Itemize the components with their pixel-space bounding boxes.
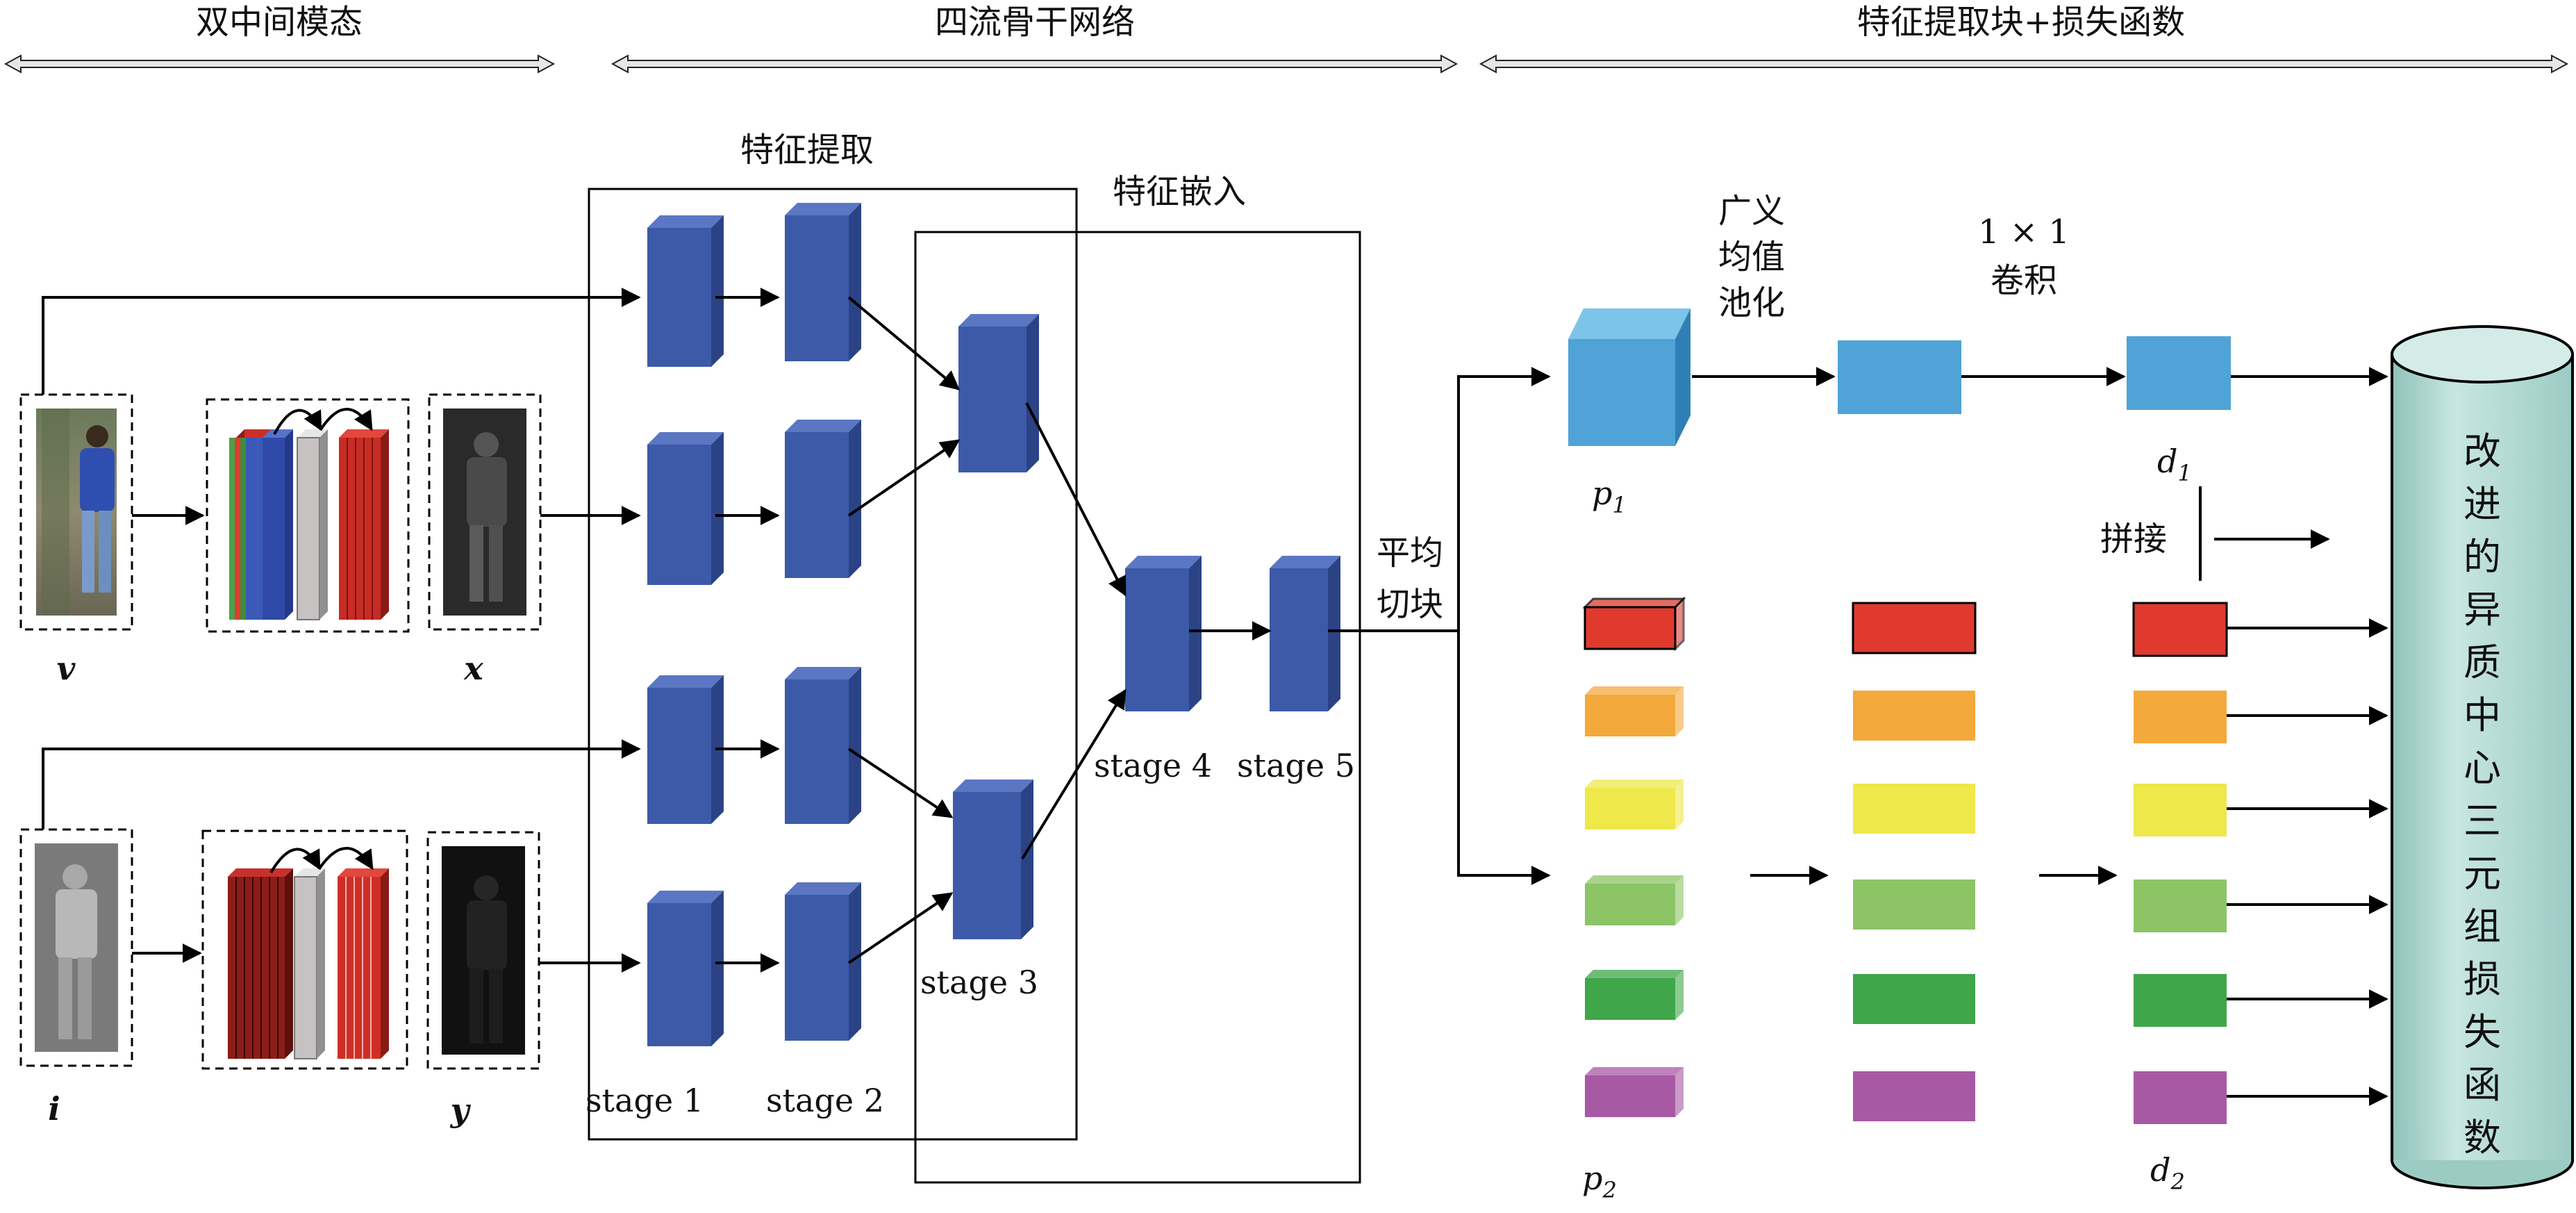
loss-char: 进 [2463, 482, 2501, 526]
input-v [19, 393, 133, 631]
backbone-blocks [647, 203, 1340, 1046]
part-row-orange [1585, 686, 2388, 743]
part-row-green [1585, 970, 2388, 1027]
loss-char: 中 [2463, 693, 2501, 737]
d1-feature-bar [2127, 336, 2231, 410]
gem-feature-bar [1838, 340, 1961, 414]
p2-label: p2 [1582, 1160, 1617, 1203]
input-i [19, 828, 133, 1067]
d1-label: d1 [2157, 443, 2192, 486]
stage5-label: stage 5 [1237, 747, 1355, 784]
header-arrow-left [3, 54, 556, 74]
block-s1-row2 [647, 432, 724, 585]
loss-char: 改 [2463, 429, 2501, 473]
gem-label-2: 均值 [1718, 238, 1785, 277]
conv-label-2: 卷积 [1991, 261, 2057, 300]
input-y [426, 831, 540, 1070]
feature-extraction-box [588, 188, 1078, 1141]
loss-char: 函 [2463, 1063, 2501, 1107]
block-s2-row1 [785, 203, 861, 361]
stage2-label: stage 2 [766, 1082, 884, 1119]
block-s4 [1125, 556, 1202, 711]
block-s5 [1270, 556, 1340, 711]
feature-embedding-box [914, 231, 1361, 1184]
loss-char: 元 [2463, 852, 2501, 896]
p1-cube [1568, 308, 1690, 446]
block-s1-row4 [647, 891, 724, 1046]
part-row-lightgreen [1585, 875, 2388, 932]
loss-char: 质 [2463, 641, 2501, 684]
feature-embedding-label: 特征嵌入 [1113, 172, 1246, 211]
section-title-four-stream: 四流骨干网络 [935, 3, 1135, 42]
loss-char: 三 [2463, 799, 2501, 843]
block-s1-row1 [647, 215, 724, 367]
block-s2-row3 [785, 667, 861, 824]
channel-stack-top [206, 398, 410, 633]
section-title-feature-loss: 特征提取块+损失函数 [1857, 3, 2185, 42]
block-s3-top [958, 314, 1039, 472]
header-arrow-right [1479, 54, 2569, 74]
backbone-connectors [42, 288, 1551, 973]
loss-char: 失 [2463, 1010, 2501, 1054]
conv-label-1: 1 × 1 [1978, 213, 2070, 251]
feature-extraction-label: 特征提取 [740, 131, 874, 170]
block-s2-row4 [785, 882, 861, 1041]
concat-label: 拼接 [2100, 520, 2167, 559]
part-features [1582, 596, 2388, 1124]
block-s3-bottom [953, 779, 1033, 939]
section-title-dual-modality: 双中间模态 [196, 3, 363, 42]
loss-cylinder [2391, 325, 2574, 1189]
label-i: i [48, 1090, 60, 1128]
stage3-label: stage 3 [920, 964, 1038, 1001]
part-row-yellow [1585, 779, 2388, 836]
loss-char: 组 [2463, 905, 2501, 948]
input-x [428, 393, 542, 631]
avg-split-label-2: 切块 [1377, 585, 1443, 624]
avg-split-label-1: 平均 [1377, 534, 1443, 572]
label-x: x [463, 650, 483, 687]
d2-label: d2 [2150, 1151, 2185, 1195]
channel-stack-bottom [201, 830, 408, 1070]
header-arrow-middle [610, 54, 1459, 74]
loss-char: 的 [2463, 535, 2501, 579]
loss-char: 心 [2463, 746, 2501, 790]
stage1-label: stage 1 [585, 1082, 704, 1119]
stage4-label: stage 4 [1094, 747, 1212, 784]
loss-char: 损 [2463, 957, 2501, 1001]
gem-label-1: 广义 [1718, 192, 1785, 231]
block-s1-row3 [647, 675, 724, 824]
block-s2-row2 [785, 420, 861, 578]
part-row-red [1582, 596, 2388, 657]
p1-label: p1 [1592, 475, 1627, 518]
gem-label-3: 池化 [1718, 283, 1785, 322]
section-headers: 双中间模态 四流骨干网络 特征提取块+损失函数 [3, 3, 2569, 74]
part-row-purple [1585, 1067, 2388, 1124]
loss-char: 数 [2463, 1116, 2501, 1160]
label-v: v [57, 650, 76, 687]
loss-char: 异 [2463, 588, 2501, 632]
label-y: y [450, 1091, 472, 1129]
